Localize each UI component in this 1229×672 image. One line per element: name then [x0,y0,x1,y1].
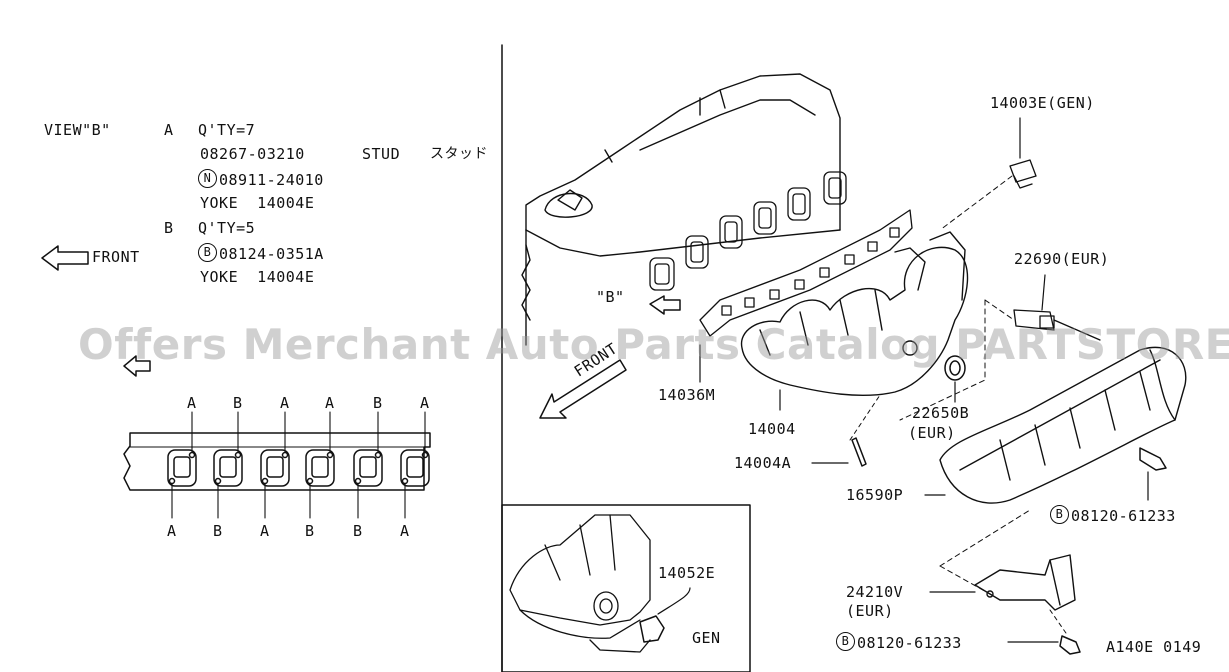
front-arrow-main [539,359,627,419]
view-b-top-letter: A [280,394,290,412]
inset-frame [501,504,751,672]
view-b-bottom-letter: A [260,522,270,540]
view-b-port [400,449,430,487]
view-b-port [353,449,383,487]
head-port-row [649,171,847,291]
view-b-marker: "B" [596,288,625,306]
view-b-port [213,449,243,487]
legend-a-qty: Q'TY=7 [198,121,256,139]
legend-front-label: FRONT [92,248,140,266]
view-b-bottom-letter: A [400,522,410,540]
view-b-top-letter: A [187,394,197,412]
inset-plug [639,615,665,643]
callout-08120-bottom-part: 08120-61233 [857,634,962,652]
view-b-port-inner [359,456,377,478]
view-b-port-inner [406,456,424,478]
bolt-08120-bottom [1059,635,1081,655]
nut-symbol-icon: N [198,169,217,188]
legend-b-letter: B [164,219,174,237]
legend-b-qty: Q'TY=5 [198,219,256,237]
legend-b-yoke: YOKE 14004E [200,268,315,286]
callout-14004a: 14004A [734,454,792,472]
washer-22650b [944,355,966,381]
view-b-small-arrow [123,355,151,377]
view-b-port-inner [173,456,191,478]
watermark: Offers Merchant Auto Parts Catalog PARTS… [78,320,1229,369]
view-b-bottom-letter: A [167,522,177,540]
bolt-symbol-icon: B [198,243,217,262]
stud-hole [401,477,409,485]
callout-24210v-region: (EUR) [846,602,894,620]
diagram-code: A140E 0149 [1106,638,1202,656]
legend-b-bolt-part: 08124-0351A [219,245,324,263]
inset-manifold [509,514,651,653]
legend-a-nut-part: 08911-24010 [219,171,324,189]
legend-a-letter: A [164,121,174,139]
callout-22650b-region: (EUR) [908,424,956,442]
view-b-head-outline [123,432,431,491]
callout-14052e: 14052E [658,564,716,582]
view-b-port-inner [219,456,237,478]
bracket-24210v [974,554,1076,611]
cylinder-head [521,73,841,346]
view-b-port-inner [311,456,329,478]
stud-hole [261,477,269,485]
stud-hole [374,451,382,459]
view-b-top-letter: B [373,394,383,412]
view-b-port-inner [266,456,284,478]
callout-14003e: 14003E(GEN) [990,94,1095,112]
view-b-title: VIEW"B" [44,121,111,139]
view-b-port [305,449,335,487]
stud-hole [188,451,196,459]
legend-a-yoke: YOKE 14004E [200,194,315,212]
stud-14004a [851,437,867,467]
bolt-symbol-icon: B [1050,505,1069,524]
legend-a-stud-name: STUD [362,145,401,163]
legend-a-stud-part: 08267-03210 [200,145,305,163]
view-b-bottom-letter: B [305,522,315,540]
front-arrow-left [41,245,89,271]
callout-24210v: 24210V [846,583,904,601]
inset-gen-label: GEN [692,629,721,647]
callout-08120-right-part: 08120-61233 [1071,507,1176,525]
callout-14004: 14004 [748,420,796,438]
view-b-pointer-arrow [649,295,681,315]
view-b-bottom-letter: B [213,522,223,540]
view-b-top-letter: A [325,394,335,412]
bolt-08120-right [1139,447,1167,471]
legend-a-stud-jp: スタッド [430,146,488,162]
stud-hole [306,477,314,485]
stud-hole [354,477,362,485]
plug-14003e [1009,159,1037,189]
stud-hole [326,451,334,459]
stud-hole [421,451,429,459]
heat-shield [939,346,1187,504]
exhaust-manifold [740,231,969,397]
stud-hole [281,451,289,459]
stud-hole [234,451,242,459]
view-b-ports [167,411,430,519]
stud-hole [214,477,222,485]
view-b-port [260,449,290,487]
callout-22650b: 22650B [912,404,970,422]
callout-14036m: 14036M [658,386,716,404]
sensor-22690 [1013,309,1101,341]
callout-22690: 22690(EUR) [1014,250,1110,268]
view-b-top-letter: A [420,394,430,412]
view-b-bottom-letter: B [353,522,363,540]
bolt-symbol-icon: B [836,632,855,651]
manifold-gasket [699,209,913,337]
view-b-port [167,449,197,487]
view-b-top-letter: B [233,394,243,412]
stud-hole [168,477,176,485]
callout-16590p: 16590P [846,486,904,504]
